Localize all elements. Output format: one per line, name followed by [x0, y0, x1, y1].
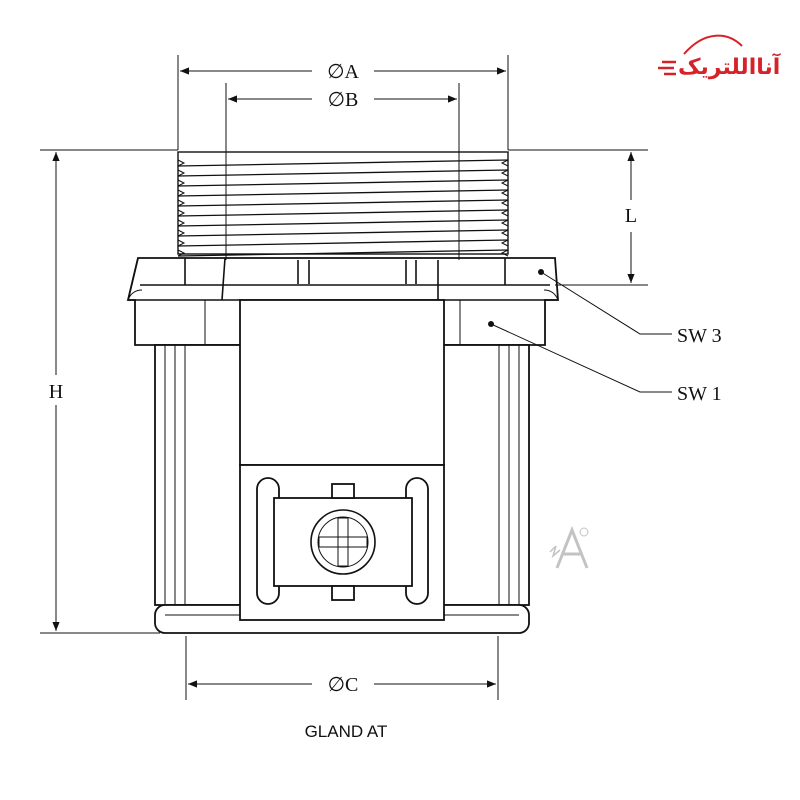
thread-crest — [177, 159, 509, 167]
thread-crest — [177, 239, 509, 247]
thread-lines — [177, 159, 509, 257]
thread-crest — [177, 179, 509, 187]
brand-logo: آنااللتریک — [658, 34, 781, 80]
thread-line — [177, 229, 509, 237]
thread-crest — [177, 229, 509, 237]
leader-sw1: SW 1 — [488, 321, 722, 405]
diagram-caption: GLAND AT — [305, 722, 388, 741]
thread-line — [177, 179, 509, 187]
leader-sw3: SW 3 — [538, 269, 722, 347]
clamp-block — [239, 464, 445, 621]
thread-crest — [177, 169, 509, 177]
thread-line — [177, 249, 509, 257]
logo-text: آنااللتریک — [678, 52, 781, 80]
thread-line — [177, 169, 509, 177]
logo-speed-lines-icon — [658, 60, 676, 76]
thread-crest — [177, 189, 509, 197]
label-height: H — [49, 381, 63, 403]
dimension-height: H — [40, 149, 178, 634]
a-lightning-watermark-icon — [549, 525, 589, 569]
screw-head-icon — [310, 509, 376, 575]
thread-line — [177, 199, 509, 207]
thread-crest — [177, 219, 509, 227]
thread-line — [177, 159, 509, 167]
thread-line — [177, 189, 509, 197]
label-dia-b: ∅B — [328, 89, 359, 111]
thread-crest — [177, 249, 509, 257]
dimension-dia-c: ∅C — [185, 636, 499, 700]
thread-line — [177, 219, 509, 227]
dimension-dia-b: ∅B — [225, 83, 460, 260]
label-thread-length: L — [625, 205, 637, 227]
thread-section — [177, 151, 509, 257]
logo-arc-icon — [683, 34, 743, 55]
thread-line — [177, 239, 509, 247]
thread-crest — [177, 209, 509, 217]
dimension-thread-length: L — [508, 149, 648, 286]
thread-crest — [177, 199, 509, 207]
dimension-dia-a: ∅A — [177, 55, 509, 150]
label-dia-c: ∅C — [328, 674, 359, 696]
label-sw1: SW 1 — [677, 383, 722, 405]
label-dia-a: ∅A — [327, 61, 359, 83]
thread-line — [177, 209, 509, 217]
label-sw3: SW 3 — [677, 325, 722, 347]
